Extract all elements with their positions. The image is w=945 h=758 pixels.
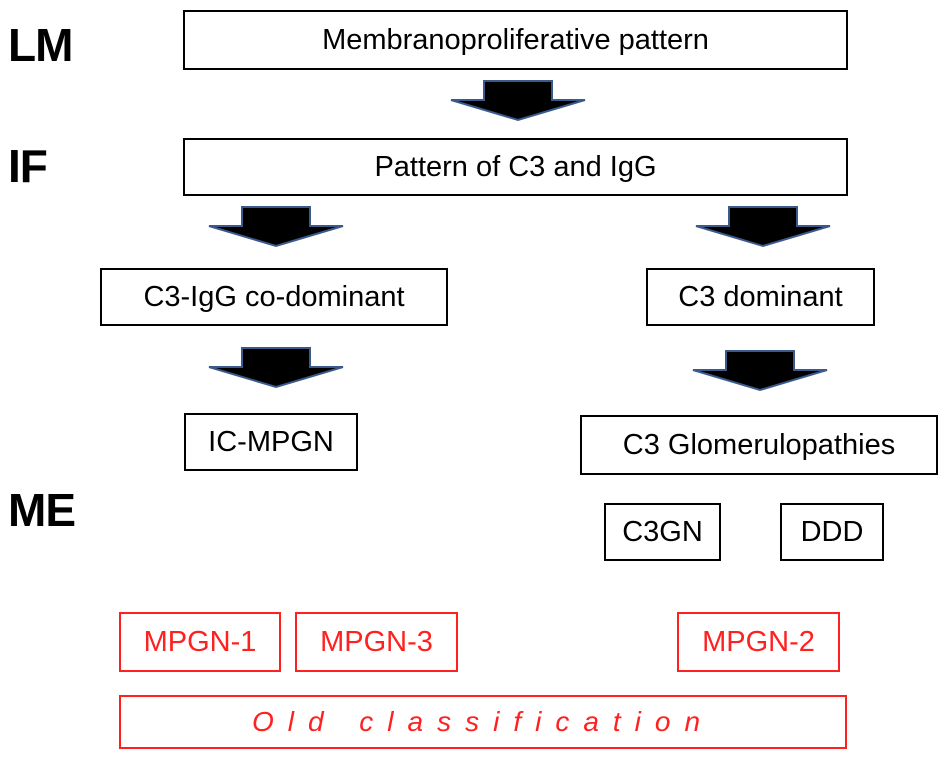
c3-igg-codominant-box: C3-IgG co-dominant (100, 268, 448, 326)
mpgn-2-box: MPGN-2 (677, 612, 840, 672)
c3-glomerulopathies-box: C3 Glomerulopathies (580, 415, 938, 475)
ddd-box: DDD (780, 503, 884, 561)
ic-mpgn-box: IC-MPGN (184, 413, 358, 471)
down-arrow-icon (208, 347, 344, 389)
down-arrow-icon (692, 350, 828, 392)
down-arrow-icon (450, 80, 586, 122)
c3-dominant-box: C3 dominant (646, 268, 875, 326)
c3gn-box: C3GN (604, 503, 721, 561)
pattern-c3-igg-box: Pattern of C3 and IgG (183, 138, 848, 196)
mpgn-1-box: MPGN-1 (119, 612, 281, 672)
mpgn-3-box: MPGN-3 (295, 612, 458, 672)
level-label-me: ME (8, 484, 76, 536)
down-arrow-icon (208, 206, 344, 248)
level-label-lm: LM (8, 19, 73, 71)
level-label-if: IF (8, 140, 48, 192)
old-classification-label: Old classification (119, 695, 847, 749)
membranoproliferative-pattern-box: Membranoproliferative pattern (183, 10, 848, 70)
down-arrow-icon (695, 206, 831, 248)
